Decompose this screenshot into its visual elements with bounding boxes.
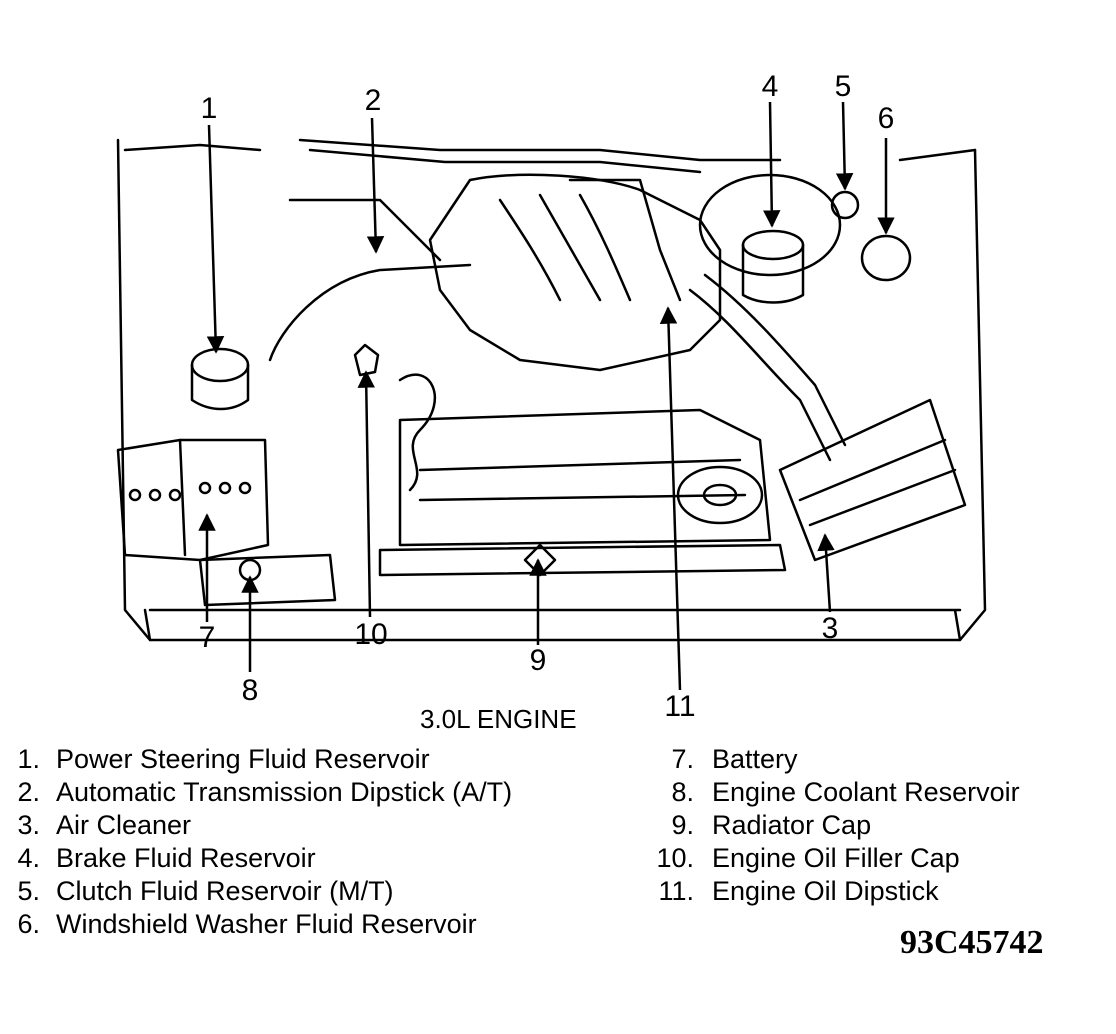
engine-block	[398, 408, 772, 547]
callout-8: 8	[241, 674, 259, 707]
intake-plenum	[428, 173, 722, 372]
power-steering-reservoir	[190, 347, 250, 383]
crank-pulley	[676, 465, 764, 525]
leader-line-1	[206, 124, 225, 354]
leader-line-11	[659, 306, 682, 691]
legend-item: 7. Battery	[644, 743, 1020, 776]
callout-7: 7	[198, 621, 216, 654]
clutch-fluid-reservoir	[830, 190, 860, 220]
legend-item: 9. Radiator Cap	[644, 809, 1020, 842]
radiator-cap	[523, 543, 557, 577]
legend-label: Automatic Transmission Dipstick (A/T)	[56, 777, 513, 807]
washer-fluid-reservoir	[860, 234, 912, 282]
legend-item: 8. Engine Coolant Reservoir	[644, 776, 1020, 809]
figure-id: 93C45742	[900, 924, 1044, 961]
legend-number: 2.	[17, 777, 40, 807]
air-cleaner	[778, 398, 967, 562]
oil-filler-cap	[353, 343, 380, 377]
legend-label: Windshield Washer Fluid Reservoir	[56, 909, 477, 939]
legend-label: Engine Coolant Reservoir	[712, 777, 1020, 807]
legend-number: 8.	[671, 777, 694, 807]
callout-4: 4	[761, 70, 779, 103]
legend-number: 7.	[671, 744, 694, 774]
leader-line-5	[835, 101, 854, 191]
callout-9: 9	[529, 644, 547, 677]
leader-line-2	[366, 117, 385, 254]
leader-line-4	[762, 101, 781, 228]
legend-right: 7. Battery 8. Engine Coolant Reservoir 9. R…	[644, 743, 1020, 908]
legend-left: 1. Power Steering Fluid Reservoir 2. Autom…	[6, 743, 512, 941]
callout-2: 2	[364, 84, 382, 117]
legend-number: 3.	[17, 810, 40, 840]
legend-item: 11. Engine Oil Dipstick	[644, 875, 1020, 908]
brake-fluid-reservoir	[741, 229, 805, 261]
legend-label: Brake Fluid Reservoir	[56, 843, 316, 873]
callout-5: 5	[834, 70, 852, 103]
legend-item: 5. Clutch Fluid Reservoir (M/T)	[6, 875, 512, 908]
legend-label: Power Steering Fluid Reservoir	[56, 744, 430, 774]
legend-number: 10.	[656, 843, 694, 873]
legend-item: 2. Automatic Transmission Dipstick (A/T)	[6, 776, 512, 809]
callout-11: 11	[664, 690, 696, 723]
legend-label: Air Cleaner	[56, 810, 192, 840]
legend-number: 6.	[17, 909, 40, 939]
battery	[116, 438, 270, 562]
callout-3: 3	[821, 612, 839, 645]
coolant-reservoir	[198, 553, 337, 607]
legend-number: 5.	[17, 876, 40, 906]
legend-label: Battery	[712, 744, 798, 774]
legend-item: 3. Air Cleaner	[6, 809, 512, 842]
legend-label: Clutch Fluid Reservoir (M/T)	[56, 876, 394, 906]
front-crossmember	[143, 608, 962, 642]
callout-6: 6	[877, 102, 895, 135]
legend-number: 9.	[671, 810, 694, 840]
legend-item: 4. Brake Fluid Reservoir	[6, 842, 512, 875]
diagram-caption: 3.0L ENGINE	[420, 704, 577, 734]
callout-1: 1	[200, 92, 218, 125]
legend-number: 1.	[17, 744, 40, 774]
firewall-hose	[298, 138, 782, 162]
callout-10: 10	[354, 618, 388, 651]
legend-label: Engine Oil Filler Cap	[712, 843, 960, 873]
legend-label: Engine Oil Dipstick	[712, 876, 939, 906]
legend-number: 4.	[17, 843, 40, 873]
legend-item: 1. Power Steering Fluid Reservoir	[6, 743, 512, 776]
legend-label: Radiator Cap	[712, 810, 872, 840]
radiator-support	[378, 543, 787, 577]
legend-item: 10. Engine Oil Filler Cap	[644, 842, 1020, 875]
legend-item: 6. Windshield Washer Fluid Reservoir	[6, 908, 512, 941]
intake-duct	[688, 273, 847, 462]
legend-number: 11.	[658, 876, 694, 906]
leader-line-10	[357, 370, 376, 618]
leader-line-3	[817, 533, 835, 613]
